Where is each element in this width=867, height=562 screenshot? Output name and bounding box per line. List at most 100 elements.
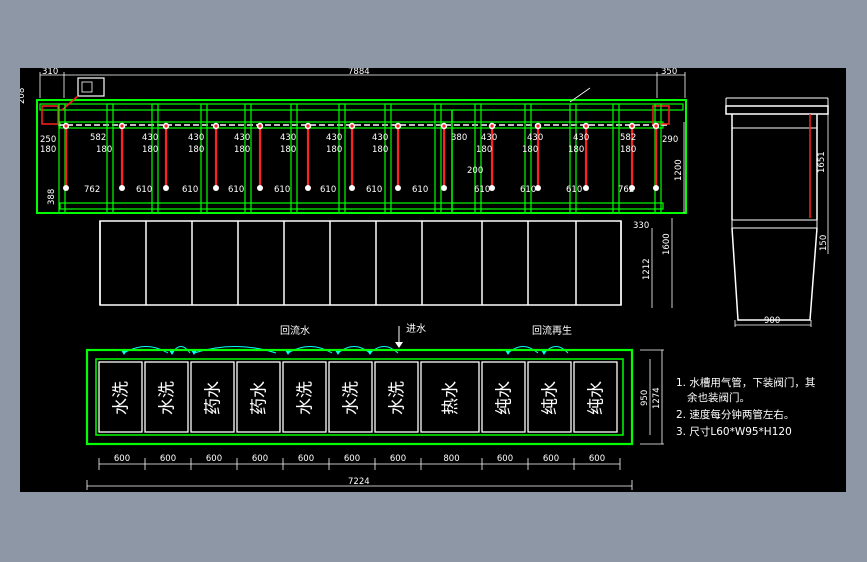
dim-tank-width: 600 — [543, 454, 559, 464]
dim-lower-spacing: 610 — [474, 185, 490, 195]
plan-tank-label: 纯水 — [495, 381, 515, 415]
frame-post — [524, 103, 532, 214]
plan-tank — [144, 361, 189, 433]
plan-inner-frame — [95, 358, 624, 436]
frame-post — [612, 103, 620, 214]
plan-tank — [420, 361, 480, 433]
note-1b: 余也装阀门。 — [687, 391, 750, 404]
dim-1600: 1600 — [662, 233, 672, 255]
rail-top — [39, 103, 684, 111]
dim-tank-width: 600 — [497, 454, 513, 464]
notes: 1. 水槽用气管，下装阀门，其 余也装阀门。 2. 速度每分钟两管左右。 3. … — [676, 376, 815, 438]
flow-arrowhead — [191, 350, 197, 355]
dim-pipe-offset: 180 — [326, 145, 342, 155]
plan-view: 回流水 进水 回流再生 水洗水洗药水药水水洗水洗水洗热水纯水纯水纯水 950 1… — [85, 323, 664, 490]
dim-lower-spacing: 762 — [618, 185, 634, 195]
dim-1274: 1274 — [652, 387, 662, 409]
hanger-node — [163, 185, 169, 191]
flow-arrowhead — [121, 350, 127, 355]
plan-tank-label: 水洗 — [388, 381, 408, 415]
dim-tank-width: 600 — [344, 454, 360, 464]
plan-tank-label: 药水 — [204, 381, 224, 415]
dim-upper-spacing: 430 — [188, 133, 204, 143]
hanger-node-core — [536, 124, 540, 128]
dim-7884: 7884 — [348, 68, 370, 77]
frame-post — [474, 103, 482, 214]
dim-lower-spacing: 610 — [182, 185, 198, 195]
dim-lower-spacing: 610 — [520, 185, 536, 195]
plan-tank-label: 纯水 — [587, 381, 607, 415]
dim-pipe-offset: 180 — [96, 145, 112, 155]
dim-900: 900 — [764, 316, 780, 326]
note-3: 3. 尺寸L60*W95*H120 — [676, 425, 792, 438]
dim-upper-spacing: 582 — [620, 133, 636, 143]
frame-post — [58, 103, 66, 214]
dim-pipe-offset: 180 — [142, 145, 158, 155]
frame-post — [384, 103, 392, 214]
dim-upper-spacing: 430 — [142, 133, 158, 143]
dim-lower-spacing: 610 — [566, 185, 582, 195]
dim-upper-spacing: 430 — [372, 133, 388, 143]
dim-tank-width: 600 — [589, 454, 605, 464]
dim-pipe-offset: 180 — [568, 145, 584, 155]
side-tank — [731, 227, 818, 321]
frame-post — [338, 103, 346, 214]
hanger-node-core — [214, 124, 218, 128]
hanger-node — [349, 185, 355, 191]
dim-388: 388 — [47, 189, 57, 205]
dim-upper-spacing: 582 — [90, 133, 106, 143]
frame-post — [106, 103, 114, 214]
hanger-node — [653, 185, 659, 191]
dim-tank-width: 600 — [114, 454, 130, 464]
dim-pipe-offset: 180 — [40, 145, 56, 155]
hanger-node — [119, 185, 125, 191]
motor-detail — [81, 81, 93, 93]
dim-tank-width: 800 — [443, 454, 459, 464]
dim-tank-width: 600 — [206, 454, 222, 464]
dim-tank-width: 600 — [160, 454, 176, 464]
plan-tank-label: 热水 — [441, 381, 461, 415]
dim-330: 330 — [633, 221, 649, 231]
hanger-node — [63, 185, 69, 191]
dim-lower-spacing: 762 — [84, 185, 100, 195]
rail-bottom — [59, 202, 664, 210]
motor-box — [77, 77, 105, 97]
plan-tank — [236, 361, 281, 433]
dim-upper-spacing: 430 — [481, 133, 497, 143]
side-base — [731, 219, 818, 229]
dim-pipe-offset: 180 — [476, 145, 492, 155]
flow-arrowhead — [285, 350, 291, 355]
hanger-node — [257, 185, 263, 191]
dim-150: 150 — [819, 235, 829, 251]
hanger-node — [583, 185, 589, 191]
hanger-node-core — [654, 124, 658, 128]
frame-post — [151, 103, 159, 214]
dim-350: 350 — [661, 68, 677, 77]
dim-upper-spacing: 380 — [451, 133, 467, 143]
lower-tank-frame — [99, 220, 622, 306]
dim-290: 290 — [662, 135, 678, 145]
dim-1212: 1212 — [642, 258, 652, 280]
plan-tank — [282, 361, 327, 433]
hanger-node-core — [630, 124, 634, 128]
plan-tank — [374, 361, 419, 433]
flow-arrowhead — [169, 350, 175, 355]
hanger-node-core — [350, 124, 354, 128]
dim-pipe-offset: 180 — [620, 145, 636, 155]
dim-250: 250 — [40, 135, 56, 145]
hanger-node-core — [64, 124, 68, 128]
flow-arrowhead — [541, 350, 547, 355]
side-top-bar — [725, 105, 829, 115]
rail-frame-outer — [36, 99, 687, 214]
plan-tank — [481, 361, 526, 433]
dim-upper-spacing: 430 — [280, 133, 296, 143]
plan-tank — [328, 361, 373, 433]
plan-tank — [190, 361, 235, 433]
hanger-node-core — [442, 124, 446, 128]
note-2: 2. 速度每分钟两管左右。 — [676, 408, 794, 421]
note-1: 1. 水槽用气管，下装阀门，其 — [676, 376, 815, 389]
